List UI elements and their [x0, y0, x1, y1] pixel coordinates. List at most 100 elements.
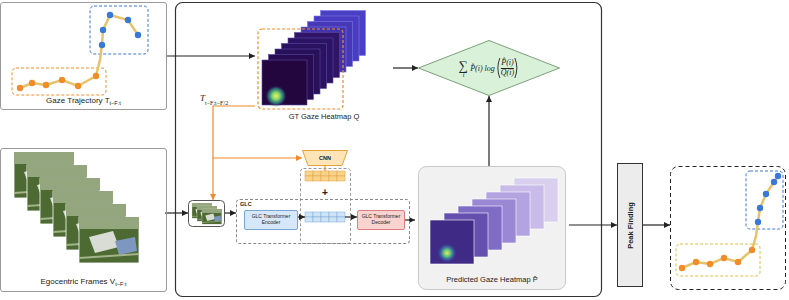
input-panel: Gaze Trajectory Tt−F:t [0, 2, 167, 110]
flow-arrow [298, 216, 305, 217]
operator-symbol: + [322, 187, 328, 198]
gaze-trajectory-plot [43, 82, 49, 88]
math-subscript: t−F:t−F/2 [205, 100, 228, 106]
sum-operator: ∑i [459, 59, 468, 78]
token-block [313, 217, 321, 222]
flow-arrow [405, 219, 415, 220]
label-line: GT Gaze Heatmap Q [255, 112, 393, 121]
flow-arrow [212, 158, 213, 200]
decision-diamond [419, 41, 560, 96]
gaze-trajectory-plot [107, 12, 113, 18]
frame-stack [14, 152, 139, 263]
token-block [337, 212, 345, 217]
predicted-heatmap-stack [419, 167, 566, 290]
input-clip [202, 209, 222, 224]
token-block [329, 217, 337, 222]
token-block [337, 171, 345, 176]
cnn-block: CNN [302, 150, 348, 166]
heatmap-stack: GT Gaze Heatmap Q [255, 4, 393, 122]
label-block: GLC [240, 201, 252, 207]
heatmap-panel: Predicted Gaze Heatmap P̂ [415, 166, 569, 290]
output-trajectory-plot [707, 261, 713, 267]
gt-heatmap-stack [258, 29, 343, 109]
token-block [305, 176, 313, 181]
output-trajectory-plot [671, 167, 786, 290]
gt-heatmap-stack [265, 85, 287, 107]
loss-diamond: ∑iP̂(i) log P̂(i)Q(i) [418, 40, 560, 96]
node-label: Egocentric Frames V [40, 277, 115, 286]
token-block [305, 212, 345, 222]
flow-arrow [488, 96, 489, 166]
decoder-box: GLC Transformer Decoder [357, 210, 405, 230]
output-trajectory-plot [749, 247, 755, 253]
output-trajectory-plot [679, 265, 685, 271]
flow-arrow [225, 212, 236, 213]
output-trajectory-plot [671, 167, 786, 290]
token-block [321, 176, 329, 181]
token-block [301, 166, 351, 244]
node-label: Peak Finding [626, 202, 635, 249]
gaze-trajectory-plot [90, 6, 148, 54]
denominator: Q(i) [501, 69, 514, 78]
gaze-trajectory-plot [59, 77, 65, 83]
label-block: GLC Transformer Decoder [360, 214, 402, 226]
math-symbol: T [200, 93, 205, 103]
predicted-heatmap-stack [437, 243, 457, 263]
flow-arrow [165, 212, 188, 213]
label-block: CNN [319, 155, 331, 161]
frame-stack [79, 217, 139, 263]
flow-arrow [165, 158, 670, 225]
node-label: Gaze Trajectory T [46, 96, 109, 105]
output-trajectory-plot [757, 205, 763, 211]
subscript: t−F:t [115, 281, 126, 287]
output-trajectory-plot [682, 176, 778, 268]
node-label: GT Gaze Heatmap Q [289, 112, 360, 121]
trapezoid-shape [303, 151, 348, 166]
token-block [313, 176, 321, 181]
output-trajectory-plot [771, 179, 777, 185]
token-block [329, 171, 337, 176]
formula-term: P̂(i) log [470, 64, 495, 73]
input-clip [189, 201, 225, 227]
label-group: Tt−F:t−F/2 [200, 86, 228, 107]
token-block [337, 176, 345, 181]
parenthesis-symbol [498, 58, 500, 78]
node-label: GLC [240, 201, 252, 207]
flow-arrow [167, 55, 255, 56]
gaze-trajectory-plot [20, 15, 138, 88]
token-block [321, 212, 329, 217]
fraction: P̂(i)Q(i) [501, 59, 514, 78]
gaze-trajectory-plot [100, 27, 106, 33]
predicted-heatmap-stack [430, 220, 474, 264]
node-label: Predicted Gaze Heatmap P̂ [446, 275, 537, 284]
gaze-trajectory-plot [93, 73, 99, 79]
subscript: t−F:t [110, 100, 121, 106]
token-block [313, 171, 321, 176]
peak-finding-box: Peak Finding [617, 163, 643, 287]
label-group: + [322, 181, 328, 200]
gaze-trajectory-plot [12, 6, 148, 95]
glc-module: GLCGLC Transformer EncoderGLC Transforme… [236, 199, 410, 244]
flow-arrow [345, 216, 357, 217]
token-block [324, 166, 325, 171]
parenthesis-symbol [514, 57, 519, 79]
gaze-trajectory-plot [29, 80, 35, 86]
output-trajectory-plot [755, 219, 761, 225]
gaze-trajectory-plot [17, 85, 23, 91]
output-trajectory-plot [693, 259, 699, 265]
token-block [305, 212, 313, 217]
token-block [321, 217, 329, 222]
input-panel: Egocentric Frames Vt−F:t [0, 148, 167, 292]
output-trajectory-plot [763, 191, 769, 197]
output-trajectory-plot [735, 259, 741, 265]
token-block [329, 176, 337, 181]
token-block [305, 171, 345, 181]
predicted-heatmap-stack [419, 167, 566, 290]
node-label: GLC Transformer Decoder [360, 214, 402, 226]
token-block [301, 169, 351, 244]
model-frame [176, 3, 602, 297]
flow-arrow [569, 224, 617, 225]
token-block [305, 171, 313, 176]
